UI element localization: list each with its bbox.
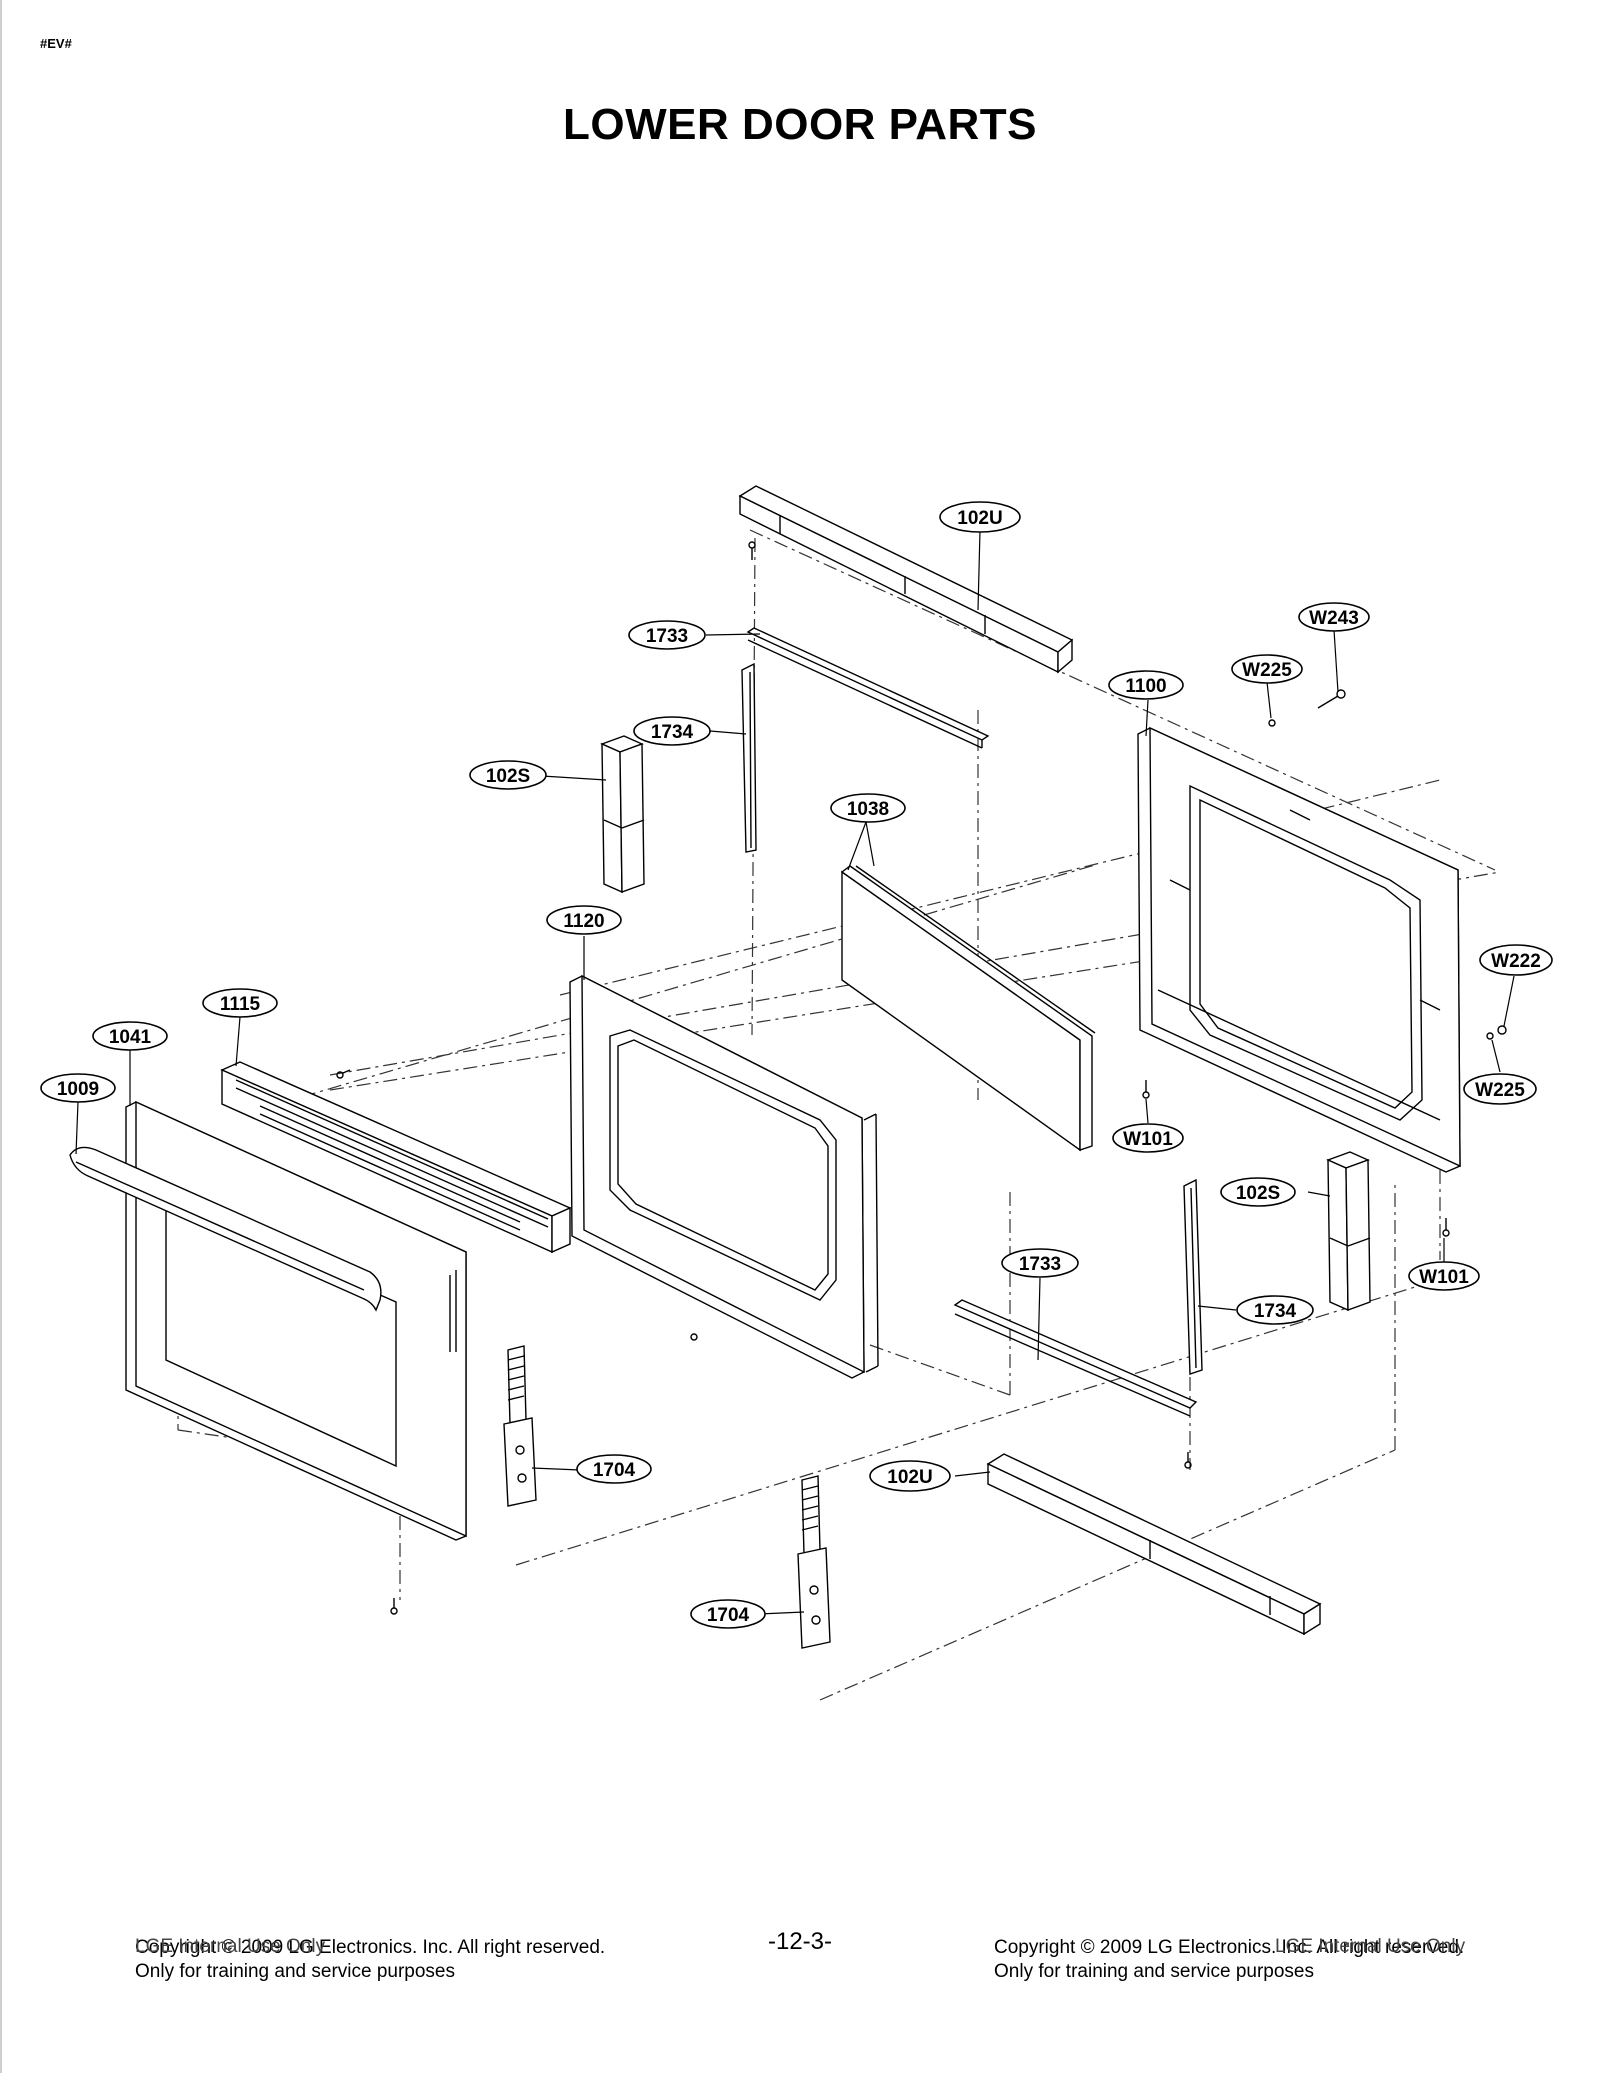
callout-leader-lines	[75, 529, 1515, 1615]
page-title: LOWER DOOR PARTS	[562, 100, 1038, 149]
part-1734-right-vertical-channel	[1183, 1178, 1203, 1375]
callout-102s-right: 102S	[1220, 1177, 1296, 1207]
footer-left-line2: Only for training and service purposes	[135, 1961, 455, 1982]
callout-1704-bot: 1704	[690, 1599, 766, 1629]
svg-text:1734: 1734	[1254, 1301, 1297, 1322]
callout-w243: W243	[1298, 602, 1370, 632]
svg-text:1733: 1733	[1019, 1254, 1061, 1275]
callout-1120: 1120	[546, 905, 622, 935]
callout-1041: 1041	[92, 1021, 168, 1051]
callout-w225-top: W225	[1231, 654, 1303, 684]
part-1734-left-vertical-channel	[741, 662, 757, 853]
callout-1115: 1115	[202, 988, 278, 1018]
part-1733-top-channel	[746, 627, 990, 749]
part-1115-vent-strip	[220, 1061, 572, 1254]
footer-left-internal-use: LGE Internal Use Only	[135, 1936, 326, 1957]
footer-right-copyright: Copyright © 2009 LG Electronics. Inc. Al…	[994, 1936, 1464, 1984]
svg-text:1038: 1038	[847, 799, 889, 820]
part-1704-lower-hinge	[797, 1475, 831, 1649]
svg-text:1009: 1009	[57, 1079, 99, 1100]
part-102u-top-trim-bar	[738, 485, 1074, 674]
svg-text:W225: W225	[1475, 1080, 1525, 1101]
svg-text:W101: W101	[1123, 1129, 1173, 1150]
callout-102u-bot: 102U	[869, 1460, 951, 1492]
callout-w222: W222	[1479, 944, 1553, 976]
svg-text:102U: 102U	[957, 508, 1002, 529]
part-1009-door-handle	[69, 1146, 382, 1312]
svg-text:102S: 102S	[486, 766, 530, 787]
callout-1009: 1009	[40, 1073, 116, 1103]
svg-text:W243: W243	[1309, 608, 1359, 629]
footer-left-line1: Copyright © 2009 LG Electronics. Inc. Al…	[135, 1937, 606, 1958]
part-w225-right-washer	[1486, 1032, 1494, 1040]
callout-w101-mid: W101	[1112, 1123, 1184, 1153]
callout-1734-top: 1734	[633, 716, 711, 746]
part-w225-top-washer	[1268, 719, 1276, 727]
svg-text:W101: W101	[1419, 1267, 1469, 1288]
svg-text:W225: W225	[1242, 660, 1292, 681]
svg-text:1704: 1704	[593, 1460, 636, 1481]
svg-text:1041: 1041	[109, 1027, 152, 1048]
footer-right-line2: Only for training and service purposes	[994, 1961, 1314, 1982]
part-1038-glass-panels	[840, 865, 1096, 1152]
svg-text:1734: 1734	[651, 722, 694, 743]
part-w222-screw	[1497, 1025, 1507, 1035]
part-1704-upper-hinge	[503, 1345, 537, 1507]
page-number: -12-3-	[767, 1928, 833, 1955]
svg-text:1115: 1115	[220, 994, 261, 1015]
svg-text:1100: 1100	[1125, 676, 1166, 697]
svg-text:102U: 102U	[887, 1467, 932, 1488]
callout-w101-right: W101	[1408, 1261, 1480, 1291]
page-edge	[0, 0, 2, 2073]
part-102s-left-block	[600, 735, 645, 894]
part-w243-screw	[1317, 689, 1346, 709]
callout-w225-right: W225	[1463, 1073, 1537, 1105]
part-102u-bottom-trim-bar	[986, 1453, 1322, 1636]
callout-1733-bot: 1733	[1001, 1248, 1079, 1278]
callout-1038: 1038	[830, 793, 906, 823]
footer-left-copyright: Copyright © 2009 LG Electronics. Inc. Al…	[135, 1936, 605, 1984]
callout-102s-left: 102S	[469, 760, 547, 790]
svg-text:1704: 1704	[707, 1605, 750, 1626]
callout-1100: 1100	[1108, 670, 1184, 700]
svg-text:1120: 1120	[563, 911, 604, 932]
part-102s-right-block	[1326, 1151, 1371, 1312]
svg-text:W222: W222	[1491, 951, 1541, 972]
part-1733-bottom-channel	[953, 1299, 1198, 1417]
footer-right-line1: Copyright © 2009 LG Electronics. Inc. Al…	[994, 1937, 1465, 1958]
callouts: 102U W243 1733 W225 1100 1734 102S 1038	[40, 501, 1553, 1629]
svg-text:1733: 1733	[646, 626, 688, 647]
callout-1704-top: 1704	[576, 1454, 652, 1484]
callout-1733-top: 1733	[628, 620, 706, 650]
part-w101-screws	[390, 1080, 1450, 1615]
part-1100-inner-door-frame	[1137, 726, 1461, 1173]
svg-text:102S: 102S	[1236, 1183, 1280, 1204]
part-1120-middle-door-frame	[569, 974, 879, 1379]
footer-right-internal-use: LGE Internal Use Only	[1275, 1936, 1466, 1957]
callout-1734-bot: 1734	[1236, 1295, 1314, 1325]
document-code: #EV#	[40, 36, 72, 51]
callout-102u-top: 102U	[939, 501, 1021, 533]
